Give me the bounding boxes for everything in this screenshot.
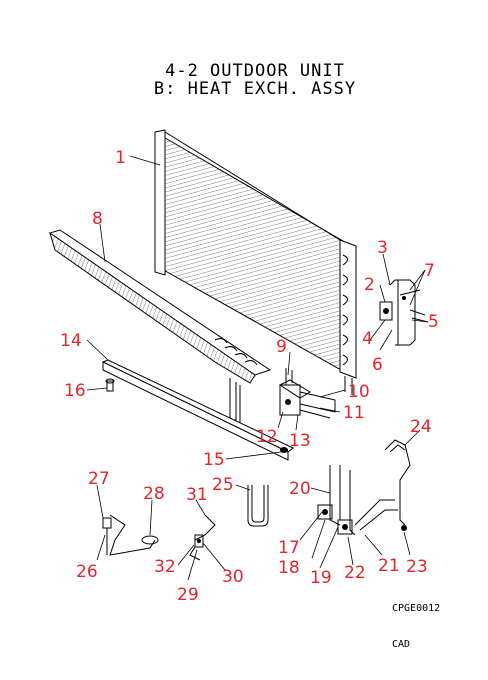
callout-10: 10 bbox=[348, 382, 370, 402]
callout-24: 24 bbox=[410, 417, 432, 437]
callout-7: 7 bbox=[424, 261, 435, 281]
base-rail bbox=[101, 359, 294, 461]
screw-16 bbox=[105, 378, 115, 392]
callout-17: 17 bbox=[278, 538, 300, 558]
page-title: 4-2 OUTDOOR UNIT B: HEAT EXCH. ASSY bbox=[0, 62, 488, 98]
piping-lower-left bbox=[102, 514, 159, 556]
callout-6: 6 bbox=[372, 355, 383, 375]
callout-31: 31 bbox=[186, 485, 208, 505]
callout-13: 13 bbox=[289, 431, 311, 451]
callout-32: 32 bbox=[154, 557, 176, 577]
callout-29: 29 bbox=[177, 585, 199, 605]
callout-14: 14 bbox=[60, 331, 82, 351]
callout-25: 25 bbox=[212, 475, 234, 495]
side-coil-panel bbox=[48, 229, 272, 425]
callout-27: 27 bbox=[88, 469, 110, 489]
callout-1: 1 bbox=[115, 148, 126, 168]
screw-15 bbox=[280, 447, 288, 453]
title-line-1: 4-2 OUTDOOR UNIT bbox=[165, 61, 345, 81]
callout-18: 18 bbox=[278, 558, 300, 578]
callout-22: 22 bbox=[344, 563, 366, 583]
callout-9: 9 bbox=[276, 337, 287, 357]
callout-8: 8 bbox=[92, 209, 103, 229]
valve-block-middle bbox=[278, 368, 336, 419]
callout-4: 4 bbox=[362, 329, 373, 349]
callout-28: 28 bbox=[143, 484, 165, 504]
piping-lower-right bbox=[317, 439, 411, 536]
callout-5: 5 bbox=[428, 312, 439, 332]
callout-3: 3 bbox=[377, 238, 388, 258]
callout-16: 16 bbox=[64, 381, 86, 401]
callout-26: 26 bbox=[76, 562, 98, 582]
u-tube-25 bbox=[247, 485, 269, 527]
drawing-code: CPGE0012 bbox=[392, 603, 441, 614]
heat-exchanger-coil bbox=[154, 129, 357, 395]
callout-2: 2 bbox=[364, 275, 375, 295]
callout-20: 20 bbox=[289, 479, 311, 499]
callout-23: 23 bbox=[406, 557, 428, 577]
callout-numbers: 1 2 3 4 5 6 7 8 9 10 11 12 13 14 15 16 1… bbox=[60, 148, 439, 605]
callout-21: 21 bbox=[378, 556, 400, 576]
callout-12: 12 bbox=[256, 427, 278, 447]
callout-11: 11 bbox=[343, 403, 365, 423]
callout-30: 30 bbox=[222, 567, 244, 587]
piping-small bbox=[189, 514, 216, 561]
cad-label: CAD bbox=[392, 639, 411, 650]
title-line-2: B: HEAT EXCH. ASSY bbox=[153, 79, 357, 99]
valve-assembly-upper bbox=[379, 279, 429, 346]
callout-19: 19 bbox=[310, 568, 332, 588]
callout-15: 15 bbox=[203, 450, 225, 470]
leader-lines bbox=[86, 155, 429, 581]
